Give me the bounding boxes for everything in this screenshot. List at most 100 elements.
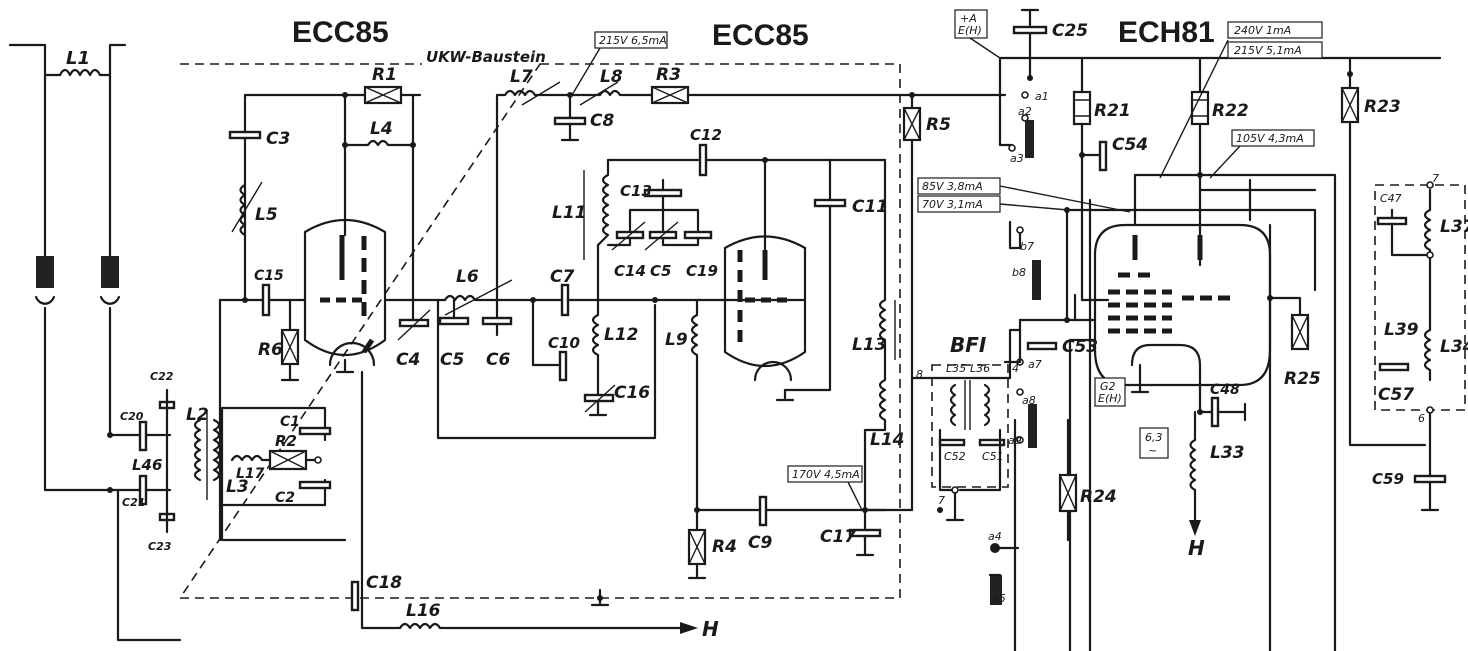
svg-text:L39: L39 xyxy=(1384,320,1419,340)
tube1-wiring: L4 R1 C3 L5 C15 R6 C4 xyxy=(218,65,432,630)
svg-text:C10: C10 xyxy=(548,334,580,352)
svg-text:L12: L12 xyxy=(604,325,639,345)
svg-text:R22: R22 xyxy=(1212,101,1249,121)
svg-text:L6: L6 xyxy=(456,267,479,287)
svg-text:R6: R6 xyxy=(258,340,283,360)
svg-text:a4: a4 xyxy=(988,530,1002,543)
input-transformer: L2 L3 L17 R2 C1 C2 xyxy=(186,405,347,542)
bottom-feed: C18 L16 H xyxy=(350,573,719,641)
svg-text:R1: R1 xyxy=(372,65,397,85)
svg-text:BFI: BFI xyxy=(950,333,987,357)
svg-text:6,3: 6,3 xyxy=(1145,431,1163,444)
svg-text:C22: C22 xyxy=(150,370,174,383)
svg-text:C19: C19 xyxy=(686,262,718,280)
svg-text:C52: C52 xyxy=(944,450,966,463)
tube3-symbol: R25 G2 E(H) C48 L33 H 6,3 ~ R24 xyxy=(1013,173,1337,651)
svg-text:C17: C17 xyxy=(820,527,856,547)
svg-text:~: ~ xyxy=(1148,444,1157,457)
svg-text:C51: C51 xyxy=(982,450,1004,463)
tube2-symbol: C11 L9 R4 C9 L13 L14 C17 R5 xyxy=(530,92,951,580)
svg-text:L33: L33 xyxy=(1210,443,1245,463)
voltage-box-170: 170V 4,5mA xyxy=(787,465,863,511)
svg-text:L3: L3 xyxy=(226,477,249,497)
svg-text:a8: a8 xyxy=(1022,394,1036,407)
anode-resistors: R21 C54 R22 R23 xyxy=(1072,56,1427,447)
svg-text:C54: C54 xyxy=(1112,135,1148,155)
if-filter: 7 C47 L37 L39 L34 C57 6 C59 xyxy=(1372,172,1468,512)
antenna-plug-left xyxy=(36,256,54,288)
tube2-title: ECC85 xyxy=(712,19,809,52)
svg-text:C15: C15 xyxy=(254,268,284,284)
svg-text:6: 6 xyxy=(1418,412,1425,425)
svg-text:C57: C57 xyxy=(1378,385,1414,405)
svg-text:+A: +A xyxy=(960,12,977,25)
voltage-boxes-right: 240V 1mA 215V 5,1mA 105V 4,3mA 85V 3,8mA… xyxy=(917,21,1323,213)
svg-text:85V 3,8mA: 85V 3,8mA xyxy=(922,180,983,193)
tube1-title: ECC85 xyxy=(292,16,389,49)
svg-text:C2: C2 xyxy=(275,490,295,506)
osc-tank: C12 L11 L12 C16 C10 C13 C14 C5 C19 xyxy=(531,126,887,417)
svg-text:C3: C3 xyxy=(266,129,290,149)
svg-text:C1: C1 xyxy=(280,414,300,430)
svg-text:215V 5,1mA: 215V 5,1mA xyxy=(1234,44,1302,57)
svg-text:R5: R5 xyxy=(926,115,951,135)
svg-text:7: 7 xyxy=(1432,172,1439,185)
svg-text:L2: L2 xyxy=(186,405,209,425)
svg-text:170V 4,5mA: 170V 4,5mA xyxy=(792,468,860,481)
svg-text:C20: C20 xyxy=(120,410,144,423)
svg-text:a5: a5 xyxy=(992,592,1006,605)
svg-text:H: H xyxy=(1188,536,1205,560)
svg-text:R25: R25 xyxy=(1284,369,1321,389)
svg-text:L16: L16 xyxy=(406,601,441,621)
svg-text:L35: L35 xyxy=(946,362,966,375)
svg-text:C21: C21 xyxy=(122,496,145,509)
svg-text:C18: C18 xyxy=(366,573,402,593)
svg-text:L17: L17 xyxy=(236,466,265,482)
antenna-plug-right xyxy=(101,256,119,288)
svg-text:C59: C59 xyxy=(1372,470,1404,488)
svg-text:L11: L11 xyxy=(552,203,587,223)
svg-text:R2: R2 xyxy=(275,432,297,450)
svg-text:C4: C4 xyxy=(396,350,420,370)
svg-text:C25: C25 xyxy=(1052,21,1088,41)
svg-text:R4: R4 xyxy=(712,537,737,557)
svg-text:C6: C6 xyxy=(486,350,510,370)
svg-text:L4: L4 xyxy=(370,119,393,139)
svg-text:H: H xyxy=(702,617,719,641)
svg-text:L9: L9 xyxy=(665,330,688,350)
svg-text:C5: C5 xyxy=(440,350,464,370)
svg-text:E(H): E(H) xyxy=(1098,392,1122,405)
antenna-section: L1 C20 C21 C22 C23 L46 xyxy=(8,43,182,642)
svg-text:C11: C11 xyxy=(852,197,888,217)
svg-text:L37: L37 xyxy=(1440,217,1468,237)
svg-text:C9: C9 xyxy=(748,533,772,553)
svg-text:a7: a7 xyxy=(1028,358,1042,371)
svg-text:7: 7 xyxy=(938,494,945,507)
svg-text:a2: a2 xyxy=(1018,105,1032,118)
svg-text:L8: L8 xyxy=(600,67,623,87)
svg-text:215V 6,5mA: 215V 6,5mA xyxy=(599,34,667,47)
svg-text:C12: C12 xyxy=(690,126,722,144)
svg-text:8: 8 xyxy=(916,368,923,381)
svg-text:L5: L5 xyxy=(255,205,278,225)
ukw-module-boundary: UKW-Baustein xyxy=(178,48,901,599)
svg-text:C8: C8 xyxy=(590,111,614,131)
module-label: UKW-Baustein xyxy=(426,48,546,66)
svg-text:4: 4 xyxy=(1012,362,1019,375)
svg-text:240V 1mA: 240V 1mA xyxy=(1234,24,1291,37)
svg-text:C23: C23 xyxy=(148,540,172,553)
svg-text:R23: R23 xyxy=(1364,97,1401,117)
svg-text:a1: a1 xyxy=(1035,90,1049,103)
svg-text:a3: a3 xyxy=(1010,152,1024,165)
svg-text:b7: b7 xyxy=(1020,240,1034,253)
svg-text:C14: C14 xyxy=(614,262,646,280)
svg-text:L36: L36 xyxy=(970,362,990,375)
svg-text:L46: L46 xyxy=(132,456,162,474)
svg-text:C16: C16 xyxy=(614,383,650,403)
svg-text:105V 4,3mA: 105V 4,3mA xyxy=(1236,132,1304,145)
tube3-title: ECH81 xyxy=(1118,16,1215,49)
svg-text:R3: R3 xyxy=(656,65,681,85)
svg-text:70V 3,1mA: 70V 3,1mA xyxy=(922,198,983,211)
svg-text:E(H): E(H) xyxy=(958,24,982,37)
